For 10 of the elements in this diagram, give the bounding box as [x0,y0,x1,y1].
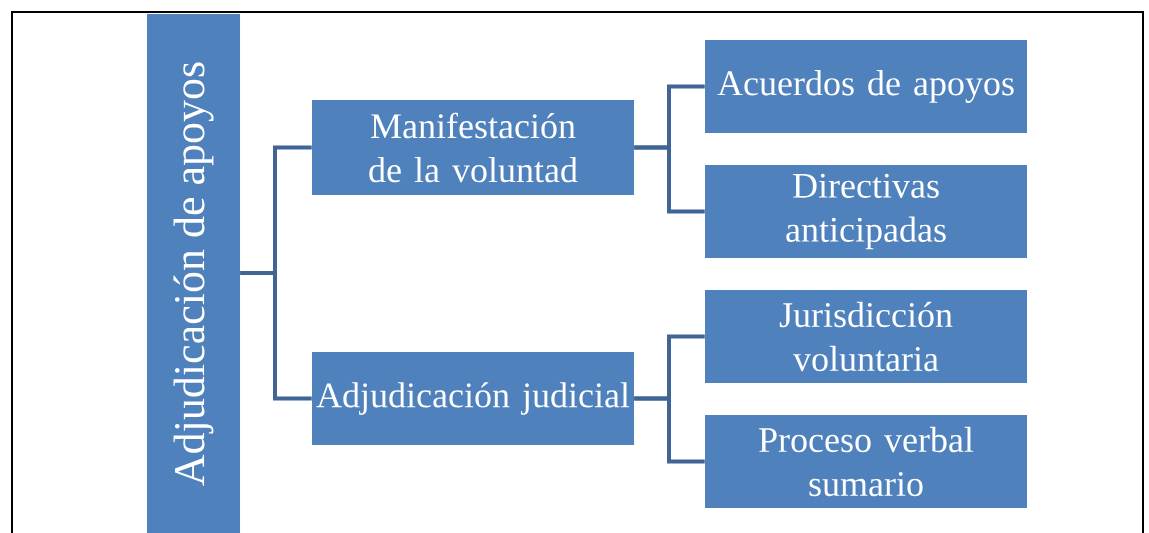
category-box: Proceso verbal sumario [705,414,1027,509]
category-box: Acuerdos de apoyos [705,39,1027,134]
category-box: Jurisdicción voluntaria [705,289,1027,384]
title-bar: Adjudicación de apoyos [147,14,241,533]
bracket-connector [634,145,705,214]
bracket-connector [634,396,705,464]
category-box: Manifestación de la voluntad [312,100,634,195]
category-box: Adjudicación judicial [312,351,634,446]
bracket-connector [240,271,312,401]
category-box: Directivas anticipadas [705,164,1027,259]
